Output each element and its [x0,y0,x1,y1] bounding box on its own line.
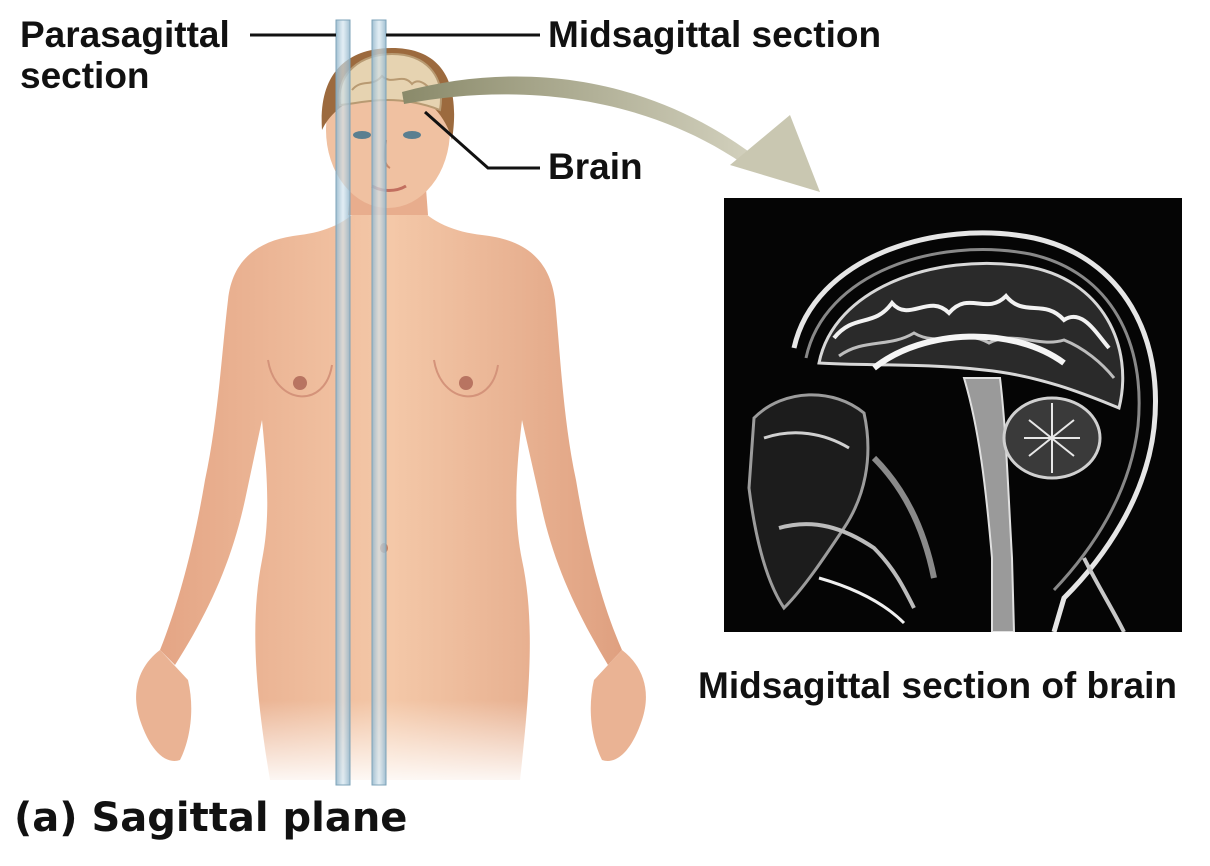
midsagittal-section-label: Midsagittal section [548,14,882,55]
sagittal-planes [335,19,387,786]
midsagittal-plane [371,19,387,786]
figure-title: (a) Sagittal plane [14,795,408,841]
parasagittal-label-line1: Parasagittal [20,14,230,55]
parasagittal-section-label: Parasagittal section [20,14,230,97]
mri-scan-illustration [747,230,1158,632]
parasagittal-plane [335,19,351,786]
mri-caption: Midsagittal section of brain [698,665,1177,706]
brain-leader-line [424,110,540,170]
leader-lines [250,33,540,170]
mri-brain-image [724,198,1182,632]
brain-label: Brain [548,146,643,187]
human-body [136,48,646,790]
curved-arrow [402,76,820,192]
parasagittal-label-line2: section [20,55,150,97]
